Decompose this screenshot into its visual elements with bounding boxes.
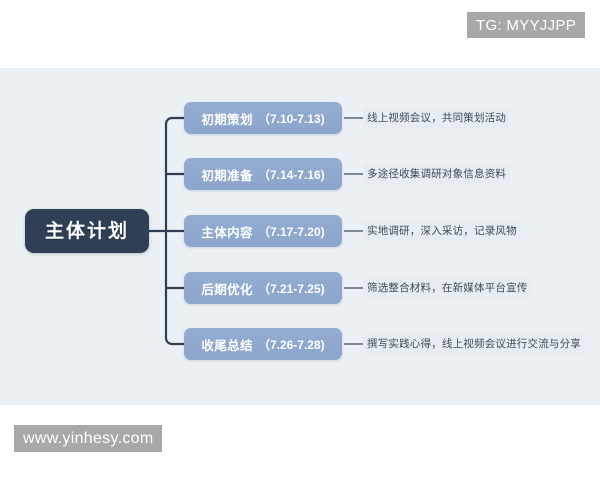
branch-node-title: 后期优化 (201, 282, 253, 297)
branch-node-title: 主体内容 (201, 225, 253, 240)
branch-description-text: 线上视频会议，共同策划活动 (367, 111, 507, 124)
branch-row-2: 初期准备 （7.14-7.16) 多途径收集调研对象信息资料 (0, 158, 600, 190)
branch-node-2[interactable]: 初期准备 （7.14-7.16) (184, 158, 342, 190)
watermark-top-right: TG: MYYJJPP (467, 12, 585, 38)
branch-node-date-range: （7.26-7.28) (257, 337, 325, 352)
branch-description-text: 多途径收集调研对象信息资料 (367, 167, 507, 180)
branch-row-4: 后期优化 （7.21-7.25) 筛选整合材料，在新媒体平台宣传 (0, 272, 600, 304)
branch-node-5[interactable]: 收尾总结 （7.26-7.28) (184, 328, 342, 360)
branch-node-title: 收尾总结 (201, 338, 253, 353)
branch-node-date-range: （7.10-7.13) (257, 111, 325, 126)
branch-description-text: 筛选整合材料，在新媒体平台宣传 (367, 281, 528, 294)
connector-lines (149, 116, 363, 346)
branch-node-title: 初期准备 (201, 168, 253, 183)
branch-description-4[interactable]: 筛选整合材料，在新媒体平台宣传 (363, 278, 532, 298)
root-node-label: 主体计划 (44, 220, 129, 242)
diagram-canvas: 主体计划 初期策划 （7.10-7.13) 线上视频会议，共同策划活动 初期准备… (0, 68, 600, 405)
branch-row-1: 初期策划 （7.10-7.13) 线上视频会议，共同策划活动 (0, 102, 600, 134)
branch-node-title: 初期策划 (201, 112, 253, 127)
branch-row-3: 主体内容 （7.17-7.20) 实地调研，深入采访，记录风物 (0, 215, 600, 247)
branch-node-1[interactable]: 初期策划 （7.10-7.13) (184, 102, 342, 134)
mindmap-diagram: 主体计划 初期策划 （7.10-7.13) 线上视频会议，共同策划活动 初期准备… (0, 68, 600, 405)
branch-node-date-range: （7.17-7.20) (257, 224, 325, 239)
branch-description-text: 实地调研，深入采访，记录风物 (367, 224, 517, 237)
branch-description-3[interactable]: 实地调研，深入采访，记录风物 (363, 221, 521, 241)
watermark-bottom-left: www.yinhesy.com (14, 425, 163, 452)
branch-row-5: 收尾总结 （7.26-7.28) 撰写实践心得，线上视频会议进行交流与分享 (0, 328, 600, 360)
branch-node-date-range: （7.14-7.16) (257, 167, 325, 182)
branch-node-3[interactable]: 主体内容 （7.17-7.20) (184, 215, 342, 247)
branch-node-4[interactable]: 后期优化 （7.21-7.25) (184, 272, 342, 304)
branch-node-date-range: （7.21-7.25) (257, 281, 325, 296)
branch-description-text: 撰写实践心得，线上视频会议进行交流与分享 (367, 337, 581, 350)
branch-description-2[interactable]: 多途径收集调研对象信息资料 (363, 164, 511, 184)
branch-description-5[interactable]: 撰写实践心得，线上视频会议进行交流与分享 (363, 334, 585, 354)
branch-description-1[interactable]: 线上视频会议，共同策划活动 (363, 108, 511, 128)
root-node[interactable]: 主体计划 (25, 209, 149, 253)
